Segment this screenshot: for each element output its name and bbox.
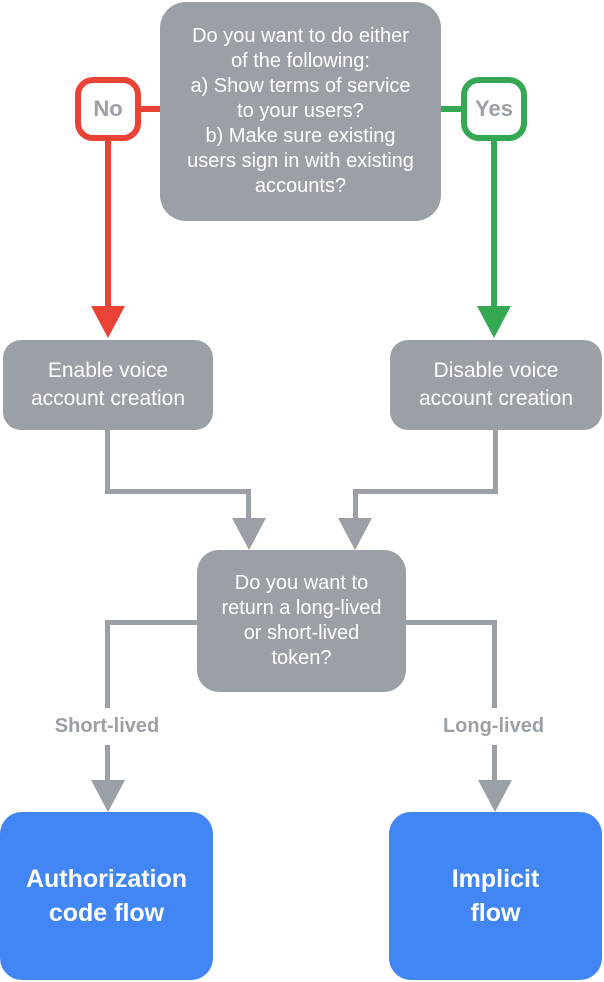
no-badge-label: No [93,96,123,121]
enable-to-token-arrowhead [232,518,266,550]
yes-branch-vertical-line [491,141,497,308]
disable-to-token-line-segment [493,430,498,492]
short-lived-arrowhead [91,780,125,812]
long-lived-vertical-line [492,620,497,782]
disable-voice-account-creation-box: Disable voice account creation [390,340,602,430]
disable-to-token-arrowhead [338,518,372,550]
yes-badge: Yes [461,77,527,141]
no-branch-arrowhead [91,306,125,338]
long-lived-horizontal-line [406,620,497,625]
top-question-box: Do you want to do either of the followin… [160,2,441,221]
enable-voice-account-creation-box: Enable voice account creation [3,340,213,430]
enable-to-token-line-segment [246,489,251,520]
long-lived-arrowhead [478,780,512,812]
no-branch-horizontal-line [141,106,160,112]
yes-branch-arrowhead [477,306,511,338]
enable-to-token-line-segment [105,489,251,494]
short-lived-path-label: Short-lived [22,708,192,745]
enable-to-token-line-segment [105,430,110,492]
long-lived-path-label: Long-lived [410,708,577,745]
short-lived-horizontal-line [105,620,197,625]
authorization-code-flow-box: Authorization code flow [0,812,213,980]
short-lived-vertical-line [105,620,110,782]
no-branch-vertical-line [105,141,111,308]
yes-badge-label: Yes [475,96,513,121]
no-badge: No [75,77,141,141]
implicit-flow-box: Implicit flow [389,812,602,980]
yes-branch-horizontal-line [441,106,461,112]
token-question-box: Do you want to return a long-lived or sh… [197,550,406,692]
disable-to-token-line-segment [353,489,358,520]
disable-to-token-line-segment [353,489,498,494]
